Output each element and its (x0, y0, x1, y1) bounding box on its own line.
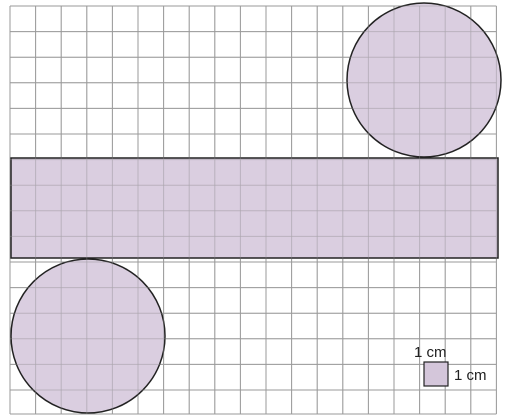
net-circle-bottom (10, 258, 166, 414)
scale-legend: 1 cm 1 cm (414, 344, 487, 387)
grid-overlay (9, 5, 497, 415)
legend-unit-square (423, 361, 449, 387)
legend-top-label: 1 cm (414, 344, 447, 361)
net-circle-top (346, 2, 502, 158)
legend-side-label: 1 cm (454, 367, 487, 384)
net-rectangle (10, 157, 499, 259)
